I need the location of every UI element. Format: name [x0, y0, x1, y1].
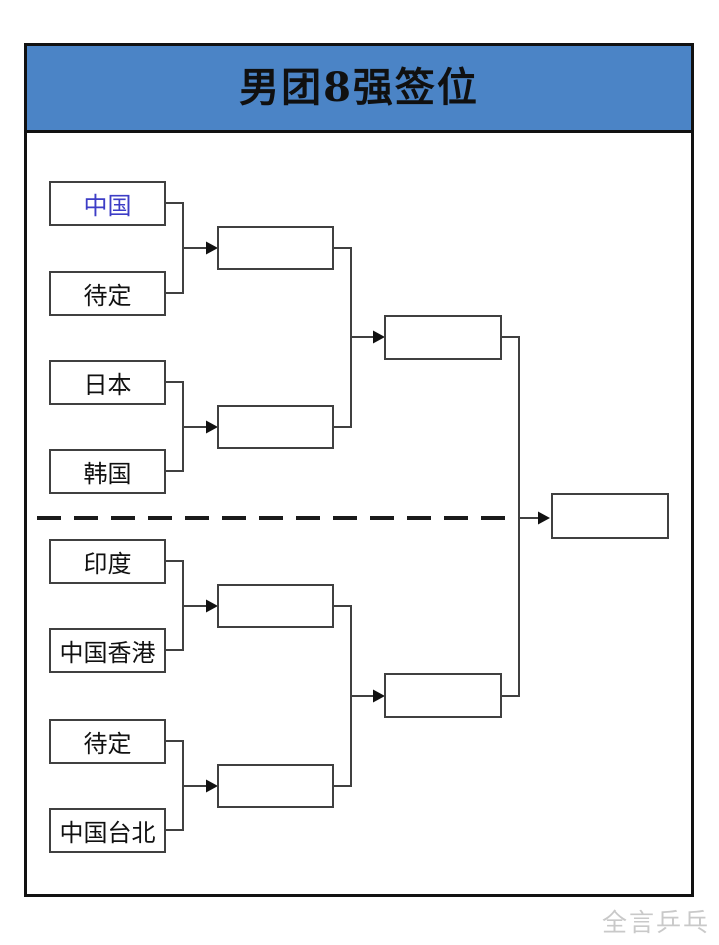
team-box-tbd-1: 待定 — [49, 271, 166, 316]
qf-winner-box-1 — [217, 226, 334, 270]
qf-winner-box-2 — [217, 405, 334, 449]
sf-winner-box-1 — [384, 315, 502, 360]
title-bar: 男团8强签位 — [27, 46, 691, 133]
team-box-japan: 日本 — [49, 360, 166, 405]
sf-winner-box-2 — [384, 673, 502, 718]
team-box-korea: 韩国 — [49, 449, 166, 494]
team-box-india: 印度 — [49, 539, 166, 584]
qf-winner-box-3 — [217, 584, 334, 628]
qf-winner-box-4 — [217, 764, 334, 808]
team-box-hongkong: 中国香港 — [49, 628, 166, 673]
team-box-tbd-2: 待定 — [49, 719, 166, 764]
page-title: 男团8强签位 — [239, 64, 479, 111]
team-box-taipei: 中国台北 — [49, 808, 166, 853]
final-winner-box — [551, 493, 669, 539]
team-box-china: 中国 — [49, 181, 166, 226]
watermark: 全言乒乓 — [601, 908, 710, 937]
